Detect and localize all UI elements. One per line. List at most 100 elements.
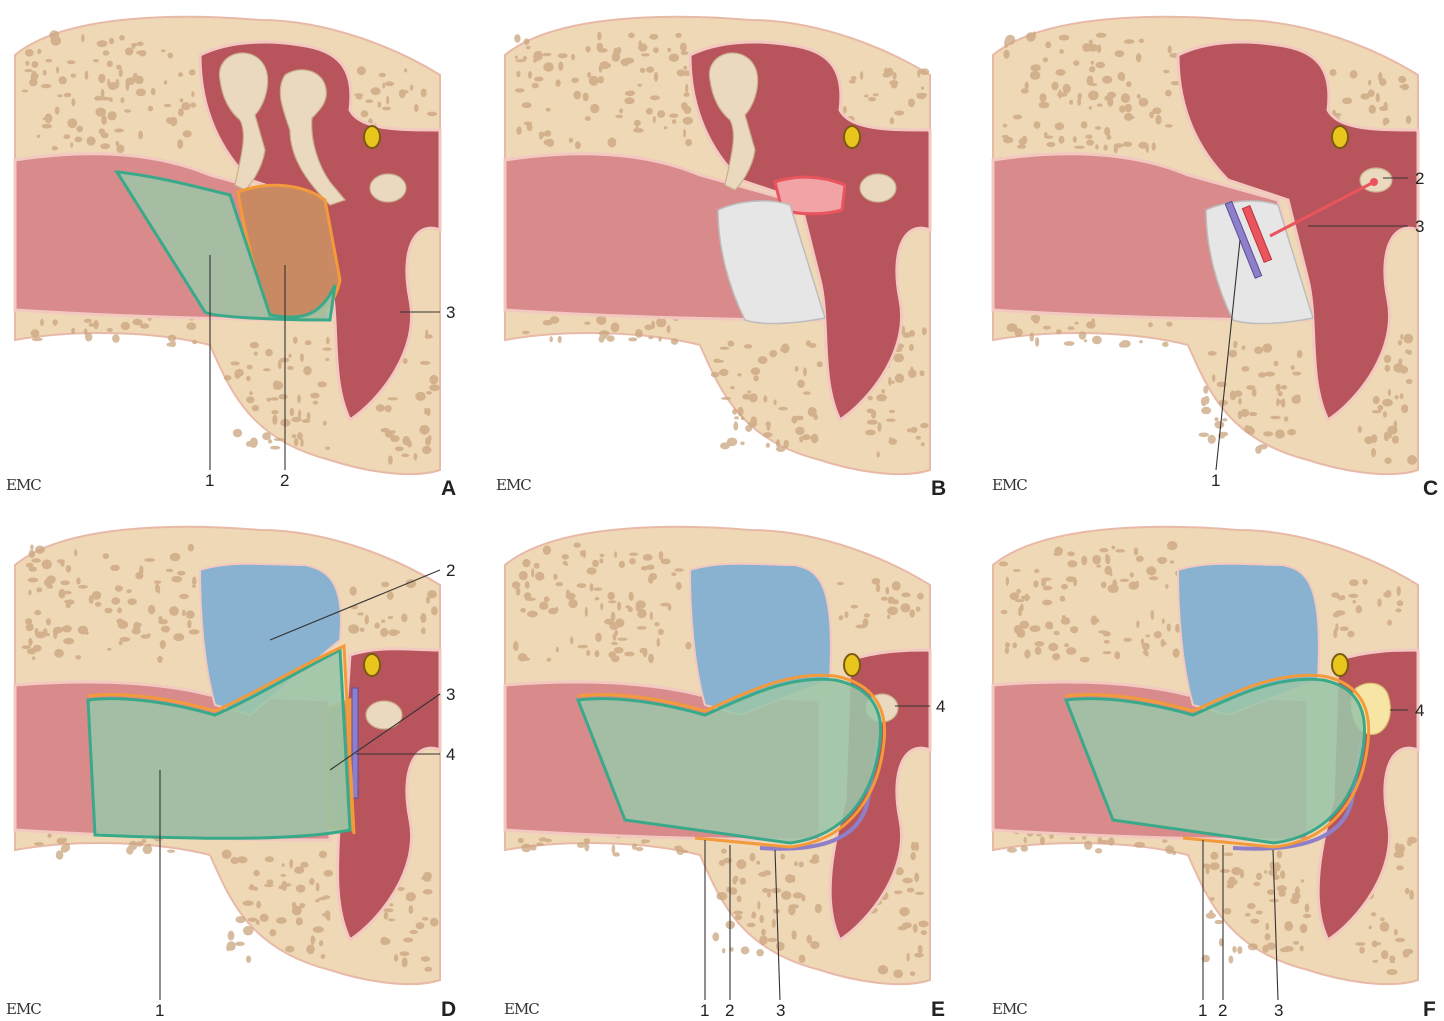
bone-pore — [309, 878, 315, 885]
bone-pore — [290, 408, 295, 417]
bone-pore — [53, 630, 57, 639]
bone-pore — [95, 108, 106, 117]
bone-pore — [63, 134, 70, 139]
bone-pore — [860, 71, 863, 79]
bone-pore — [100, 133, 107, 137]
bone-pore — [586, 650, 590, 656]
bone-pore — [1208, 351, 1217, 356]
bone-pore — [558, 61, 563, 70]
bone-pore — [1258, 444, 1268, 449]
bone-pore — [47, 833, 51, 837]
bone-pore — [25, 49, 34, 57]
bone-pore — [386, 96, 389, 105]
bone-pore — [722, 948, 725, 953]
bone-pore — [1166, 322, 1172, 327]
bone-pore — [1227, 879, 1238, 885]
bone-pore — [890, 381, 894, 384]
bone-pore — [401, 454, 409, 458]
bone-pore — [712, 932, 719, 941]
bone-pore — [137, 42, 144, 47]
bone-pore — [282, 863, 285, 866]
bone-pore — [654, 72, 658, 82]
bone-pore — [640, 68, 646, 73]
bone-pore — [1263, 431, 1273, 436]
bone-pore — [661, 559, 671, 565]
bone-pore — [1103, 145, 1107, 151]
bone-pore — [1301, 879, 1304, 883]
bone-pore — [1167, 541, 1177, 550]
bone-pore — [1013, 569, 1021, 572]
bone-pore — [876, 583, 880, 592]
bone-pore — [1364, 436, 1373, 444]
bone-pore — [1142, 643, 1150, 650]
bone-pore — [74, 549, 77, 556]
bone-pore — [70, 142, 73, 148]
bone-pore — [791, 930, 796, 939]
bone-pore — [813, 414, 818, 420]
bone-pore — [127, 598, 136, 605]
bone-pore — [1086, 140, 1094, 146]
bone-pore — [797, 380, 805, 388]
bone-pore — [360, 628, 365, 633]
bone-pore — [243, 900, 254, 906]
bone-pore — [1060, 596, 1066, 602]
bone-pore — [1214, 920, 1223, 924]
bone-pore — [1073, 60, 1079, 66]
bone-pore — [1199, 433, 1210, 438]
bone-pore — [178, 108, 184, 116]
bone-pore — [599, 65, 603, 73]
bone-pore — [158, 616, 162, 622]
bone-pore — [889, 437, 892, 442]
bone-pore — [1108, 838, 1115, 846]
bone-pore — [566, 589, 570, 597]
bone-pore — [685, 139, 692, 146]
bone-pore — [890, 117, 894, 124]
bone-pore — [1043, 586, 1052, 591]
bone-pore — [250, 342, 259, 348]
bone-pore — [1249, 412, 1257, 416]
bone-pore — [119, 69, 123, 77]
bone-pore — [1253, 882, 1260, 886]
bone-pore — [120, 97, 124, 103]
bone-pore — [738, 373, 742, 376]
bone-pore — [685, 84, 688, 93]
bone-pore — [1264, 870, 1267, 873]
bone-pore — [429, 384, 440, 391]
bone-pore — [865, 430, 876, 436]
bone-pore — [623, 58, 634, 64]
bone-pore — [297, 395, 301, 403]
bone-pore — [619, 108, 623, 113]
bone-pore — [892, 581, 901, 591]
bone-pore — [1223, 908, 1231, 914]
bone-pore — [28, 638, 32, 646]
bone-pore — [751, 367, 761, 375]
bone-pore — [740, 442, 744, 446]
bone-pore — [1055, 123, 1064, 131]
bone-pore — [250, 444, 257, 448]
bone-pore — [625, 605, 630, 608]
bone-pore — [919, 370, 924, 376]
bone-pore — [774, 399, 777, 405]
bone-pore — [568, 599, 577, 608]
bone-pore — [844, 611, 848, 618]
bone-pore — [1035, 647, 1042, 655]
bone-pore — [235, 942, 245, 946]
bone-pore — [1010, 592, 1020, 600]
bone-pore — [628, 337, 637, 341]
bone-pore — [909, 609, 915, 617]
bone-pore — [604, 63, 611, 68]
bone-pore — [658, 336, 661, 341]
bone-pore — [1277, 850, 1282, 858]
bone-pore — [789, 904, 800, 908]
bone-pore — [189, 69, 196, 75]
bone-pore — [667, 48, 671, 52]
bone-pore — [316, 883, 320, 892]
bone-pore — [376, 404, 385, 411]
bone-pore — [49, 30, 59, 40]
bone-pore — [1252, 389, 1257, 397]
bone-pore — [155, 584, 159, 593]
bone-pore — [266, 398, 271, 402]
bone-pore — [614, 48, 620, 53]
bone-pore — [410, 930, 418, 934]
bone-pore — [1397, 600, 1404, 606]
